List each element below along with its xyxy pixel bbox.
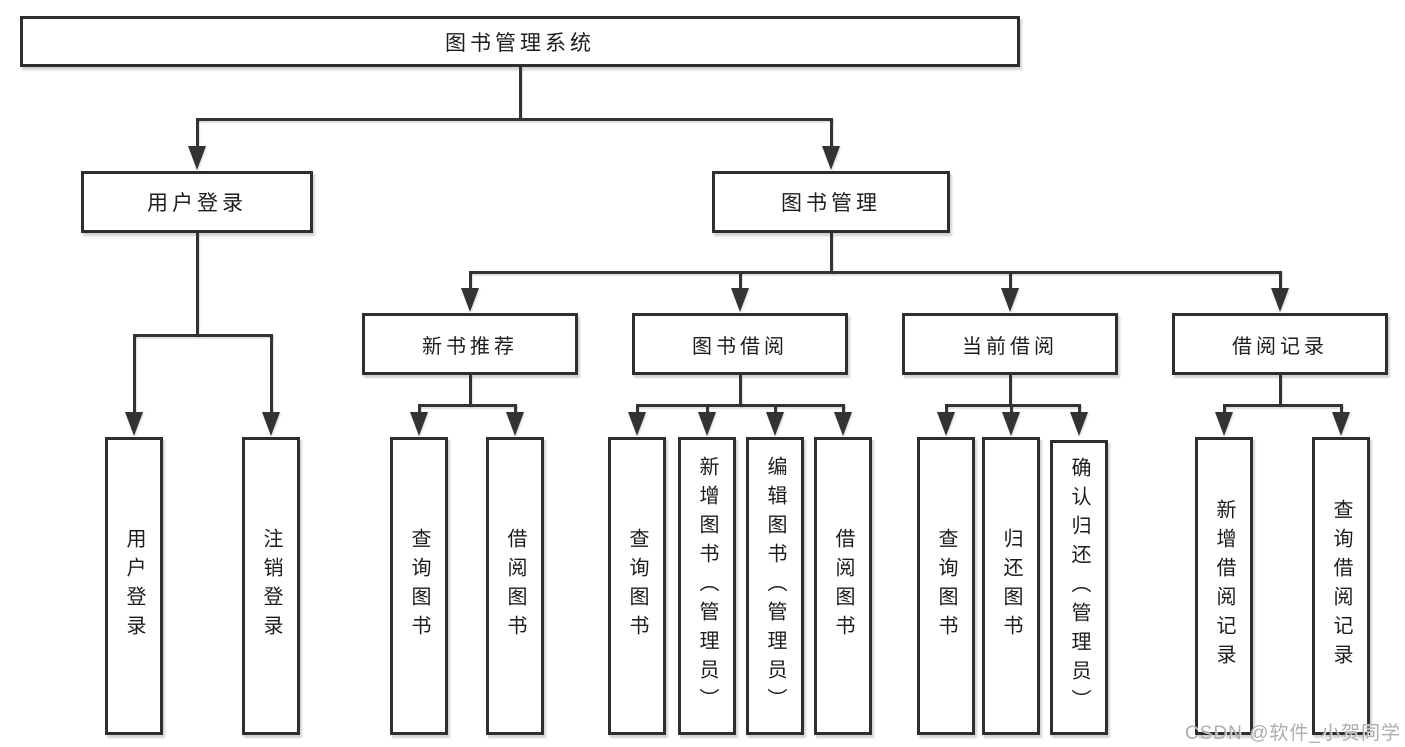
arrowhead-down — [628, 412, 646, 436]
connector-line — [133, 334, 273, 337]
csdn-watermark: CSDN @软件_小贺同学 — [1185, 723, 1401, 744]
connector-line — [1009, 375, 1012, 407]
node-new-book-recommend: 新书推荐 — [362, 313, 578, 375]
connector-line — [1010, 404, 1013, 418]
leaf-newrec-query-book-label: 查询图书 — [408, 528, 430, 644]
connector-line — [1009, 271, 1012, 293]
connector-line — [514, 404, 517, 418]
leaf-borrow-query-book: 查询图书 — [608, 437, 666, 735]
node-current-borrow-label: 当前借阅 — [962, 335, 1058, 358]
node-root-system: 图书管理系统 — [20, 16, 1020, 67]
connector-line — [519, 67, 522, 119]
arrowhead-down — [834, 412, 852, 436]
connector-line — [739, 271, 742, 293]
leaf-borrow-borrow-book: 借阅图书 — [814, 437, 872, 735]
leaf-newrec-query-book: 查询图书 — [390, 437, 448, 735]
arrowhead-down — [1271, 288, 1289, 312]
connector-line — [1279, 271, 1282, 293]
leaf-current-query-book: 查询图书 — [917, 437, 975, 735]
leaf-records-add-record-label: 新增借阅记录 — [1213, 499, 1235, 673]
node-book-borrow: 图书借阅 — [632, 313, 848, 375]
leaf-records-query-record-label: 查询借阅记录 — [1330, 499, 1352, 673]
connector-line — [1340, 404, 1343, 418]
node-user-login: 用户登录 — [81, 171, 313, 233]
connector-line — [133, 334, 136, 418]
leaf-records-add-record: 新增借阅记录 — [1195, 437, 1253, 735]
node-borrow-records: 借阅记录 — [1172, 313, 1388, 375]
arrowhead-down — [410, 412, 428, 436]
arrowhead-down — [731, 288, 749, 312]
connector-line — [1223, 404, 1226, 418]
leaf-current-confirm-return-admin: 确认归还（管理员） — [1050, 440, 1108, 735]
connector-line — [774, 404, 777, 418]
leaf-newrec-borrow-book-label: 借阅图书 — [504, 528, 526, 644]
connector-line — [706, 404, 709, 418]
leaf-current-return-book-label: 归还图书 — [1000, 528, 1022, 644]
leaf-borrow-add-book-admin-label: 新增图书（管理员） — [696, 455, 718, 717]
node-book-management-label: 图书管理 — [781, 192, 881, 215]
connector-line — [830, 118, 833, 152]
leaf-borrow-edit-book-admin-label: 编辑图书（管理员） — [764, 455, 786, 717]
arrowhead-down — [506, 412, 524, 436]
node-book-borrow-label: 图书借阅 — [692, 335, 788, 358]
arrowhead-down — [1070, 412, 1088, 436]
arrowhead-down — [1002, 412, 1020, 436]
leaf-current-confirm-return-admin-label: 确认归还（管理员） — [1068, 457, 1090, 718]
node-root-label: 图书管理系统 — [445, 31, 595, 55]
leaf-borrow-borrow-book-label: 借阅图书 — [832, 528, 854, 644]
connector-line — [945, 404, 948, 418]
arrowhead-down — [698, 412, 716, 436]
leaf-records-query-record: 查询借阅记录 — [1312, 437, 1370, 735]
connector-line — [1279, 375, 1282, 407]
connector-line — [469, 271, 472, 293]
arrowhead-down — [1332, 412, 1350, 436]
connector-line — [945, 404, 1081, 407]
arrowhead-down — [125, 412, 143, 436]
leaf-user-login-label: 用户登录 — [123, 528, 145, 644]
leaf-user-login: 用户登录 — [105, 437, 163, 735]
connector-line — [830, 233, 833, 274]
leaf-logout: 注销登录 — [242, 437, 300, 735]
connector-line — [270, 334, 273, 418]
leaf-current-query-book-label: 查询图书 — [935, 528, 957, 644]
leaf-borrow-query-book-label: 查询图书 — [626, 528, 648, 644]
arrowhead-down — [188, 146, 206, 170]
arrowhead-down — [1001, 288, 1019, 312]
connector-line — [418, 404, 421, 418]
node-user-login-label: 用户登录 — [147, 192, 247, 215]
node-book-management: 图书管理 — [712, 171, 950, 233]
connector-line — [1078, 404, 1081, 418]
connector-line — [469, 375, 472, 407]
arrowhead-down — [822, 146, 840, 170]
connector-line — [196, 118, 199, 152]
node-borrow-records-label: 借阅记录 — [1232, 335, 1328, 358]
connector-line — [418, 404, 517, 407]
arrowhead-down — [262, 412, 280, 436]
connector-line — [842, 404, 845, 418]
leaf-borrow-add-book-admin: 新增图书（管理员） — [678, 437, 736, 735]
leaf-current-return-book: 归还图书 — [982, 437, 1040, 735]
leaf-logout-label: 注销登录 — [260, 528, 282, 644]
connector-line — [636, 404, 845, 407]
leaf-newrec-borrow-book: 借阅图书 — [486, 437, 544, 735]
connector-line — [469, 271, 1282, 274]
arrowhead-down — [1215, 412, 1233, 436]
connector-line — [1223, 404, 1343, 407]
node-current-borrow: 当前借阅 — [902, 313, 1118, 375]
arrowhead-down — [937, 412, 955, 436]
connector-line — [196, 118, 833, 121]
node-new-book-recommend-label: 新书推荐 — [422, 335, 518, 358]
leaf-borrow-edit-book-admin: 编辑图书（管理员） — [746, 437, 804, 735]
connector-line — [636, 404, 639, 418]
arrowhead-down — [461, 288, 479, 312]
arrowhead-down — [766, 412, 784, 436]
connector-line — [196, 233, 199, 337]
connector-line — [739, 375, 742, 407]
